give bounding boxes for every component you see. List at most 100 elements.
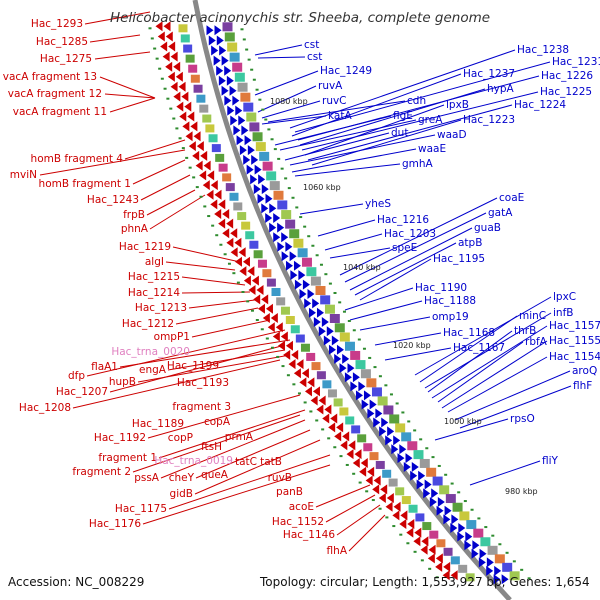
gene-label[interactable]: copP	[168, 432, 193, 444]
gene-label[interactable]: lpxC	[553, 291, 576, 303]
gene-label[interactable]: engA	[139, 364, 167, 376]
gene-label[interactable]: cst	[307, 51, 322, 63]
gene-label[interactable]: Hac_1155	[549, 335, 600, 347]
gene-label[interactable]: Hac_1192	[94, 432, 146, 444]
gene-label[interactable]: vacA fragment 11	[13, 106, 107, 118]
gene-label[interactable]: pssA	[134, 472, 160, 484]
gene-label[interactable]: copA	[204, 416, 231, 428]
gene-label[interactable]: waaE	[418, 143, 446, 155]
gene-label[interactable]: Hac_1188	[424, 295, 476, 307]
gene-label[interactable]: flgE	[393, 110, 413, 122]
gene-label[interactable]: Hac_1215	[128, 271, 180, 283]
gene-label[interactable]: Hac_1146	[283, 529, 335, 541]
gene-label[interactable]: Hac_1216	[377, 214, 429, 226]
gene-label[interactable]: ompP1	[154, 331, 190, 343]
gene-label[interactable]: gatA	[488, 207, 513, 219]
gene-label[interactable]: ruvC	[322, 95, 347, 107]
gene-label[interactable]: Hac_1157	[549, 320, 600, 332]
gene-label[interactable]: infB	[553, 307, 573, 319]
gene-label[interactable]: flaA1	[91, 361, 118, 373]
gene-label[interactable]: gidB	[170, 488, 193, 500]
gene-label[interactable]: Hac_1237	[463, 68, 515, 80]
gene-label[interactable]: Hac_1226	[541, 70, 593, 82]
gene-label[interactable]: vacA fragment 13	[3, 71, 97, 83]
gene-label[interactable]: Hac_1207	[56, 386, 108, 398]
gene-label[interactable]: frpB	[123, 209, 145, 221]
gene-label[interactable]: Hac_1152	[272, 516, 324, 528]
gene-label[interactable]: mviN	[10, 169, 37, 181]
gene-label[interactable]: Hac_1214	[128, 287, 180, 299]
gene-label[interactable]: dfp	[68, 370, 85, 382]
gene-label[interactable]: Hac_1275	[40, 53, 92, 65]
gene-label[interactable]: Hac_1193	[177, 377, 229, 389]
gene-label[interactable]: Hac_1189	[132, 418, 184, 430]
gene-label[interactable]: greA	[418, 114, 443, 126]
gene-label[interactable]: cheY	[169, 472, 195, 484]
gene-label[interactable]: speE	[392, 242, 417, 254]
gene-label[interactable]: rbfA	[525, 336, 548, 348]
gene-label[interactable]: omp19	[432, 311, 469, 323]
gene-label[interactable]: dut	[391, 127, 408, 139]
gene-label[interactable]: Hac_1293	[31, 18, 83, 30]
gene-label[interactable]: waaD	[437, 129, 467, 141]
gene-label[interactable]: queA	[201, 469, 229, 481]
gene-label[interactable]: hupB	[109, 376, 136, 388]
gene-label[interactable]: fragment 3	[172, 401, 231, 413]
gene-label[interactable]: ruvA	[318, 80, 343, 92]
gene-label[interactable]: aroQ	[572, 365, 597, 377]
gene-label[interactable]: katA	[328, 110, 352, 122]
gene-label[interactable]: yheS	[365, 198, 391, 210]
gene-label[interactable]: fliY	[542, 455, 559, 467]
gene-label[interactable]: Hac_1212	[122, 318, 174, 330]
gene-label[interactable]: Hac_1238	[517, 44, 569, 56]
gene-label[interactable]: Hac_1219	[119, 241, 171, 253]
gene-label[interactable]: Hac_1203	[384, 228, 436, 240]
gene-label[interactable]: Hac_1223	[463, 114, 515, 126]
gene-label[interactable]: Hac_1243	[87, 194, 139, 206]
gene-label[interactable]: Hac_1285	[36, 36, 88, 48]
gene-label[interactable]: acoE	[289, 501, 314, 513]
gene-label[interactable]: prmA	[225, 431, 254, 443]
gene-label[interactable]: rpsO	[510, 413, 535, 425]
gene-label[interactable]: Hac_1167	[453, 342, 505, 354]
gene-label[interactable]: Hac_1213	[135, 302, 187, 314]
gene-label[interactable]: Hac_1190	[415, 282, 467, 294]
gene-label[interactable]: panB	[276, 486, 303, 498]
gene-label[interactable]: guaB	[474, 222, 501, 234]
gene-label[interactable]: Hac_1231	[552, 56, 600, 68]
gene-label-trna[interactable]: Hac_trna_0019	[154, 455, 233, 467]
gene-label[interactable]: algI	[145, 256, 164, 268]
gene-label[interactable]: tatC	[235, 456, 257, 468]
gene-label[interactable]: Hac_1175	[115, 503, 167, 515]
gene-label[interactable]: lpxB	[446, 99, 469, 111]
gene-label[interactable]: Hac_1176	[89, 518, 141, 530]
gene-label[interactable]: Hac_1154	[549, 351, 600, 363]
gene-label[interactable]: ftsH	[201, 441, 222, 453]
gene-label[interactable]: Hac_1225	[540, 86, 592, 98]
gene-label[interactable]: flhF	[573, 380, 592, 392]
gene-label[interactable]: minC	[519, 310, 546, 322]
gene-label[interactable]: coaE	[499, 192, 524, 204]
gene-label[interactable]: ruvB	[268, 472, 292, 484]
gene-label[interactable]: homB fragment 1	[39, 178, 131, 190]
gene-label[interactable]: flhA	[327, 545, 348, 557]
gene-label[interactable]: Hac_1199	[167, 360, 219, 372]
gene-label[interactable]: fragment 1	[98, 452, 157, 464]
gene-label[interactable]: homB fragment 4	[31, 153, 124, 165]
gene-label[interactable]: Hac_1195	[433, 253, 485, 265]
gene-label[interactable]: atpB	[458, 237, 482, 249]
gene-label[interactable]: Hac_1208	[19, 402, 71, 414]
gene-label[interactable]: gmhA	[402, 158, 434, 170]
gene-label[interactable]: Hac_1224	[514, 99, 566, 111]
gene-label[interactable]: fragment 2	[72, 466, 131, 478]
gene-label[interactable]: phnA	[121, 223, 149, 235]
gene-label[interactable]: tatB	[260, 456, 282, 468]
gene-label[interactable]: vacA fragment 12	[8, 88, 102, 100]
gene-label[interactable]: cst	[304, 39, 319, 51]
gene-label[interactable]: thrB	[514, 325, 536, 337]
gene-label[interactable]: hypA	[487, 83, 515, 95]
gene-label-trna[interactable]: Hac_trna_0020	[111, 346, 190, 358]
gene-label[interactable]: Hac_1249	[320, 65, 372, 77]
gene-label[interactable]: cdh	[407, 95, 426, 107]
gene-label[interactable]: Hac_1168	[443, 327, 495, 339]
